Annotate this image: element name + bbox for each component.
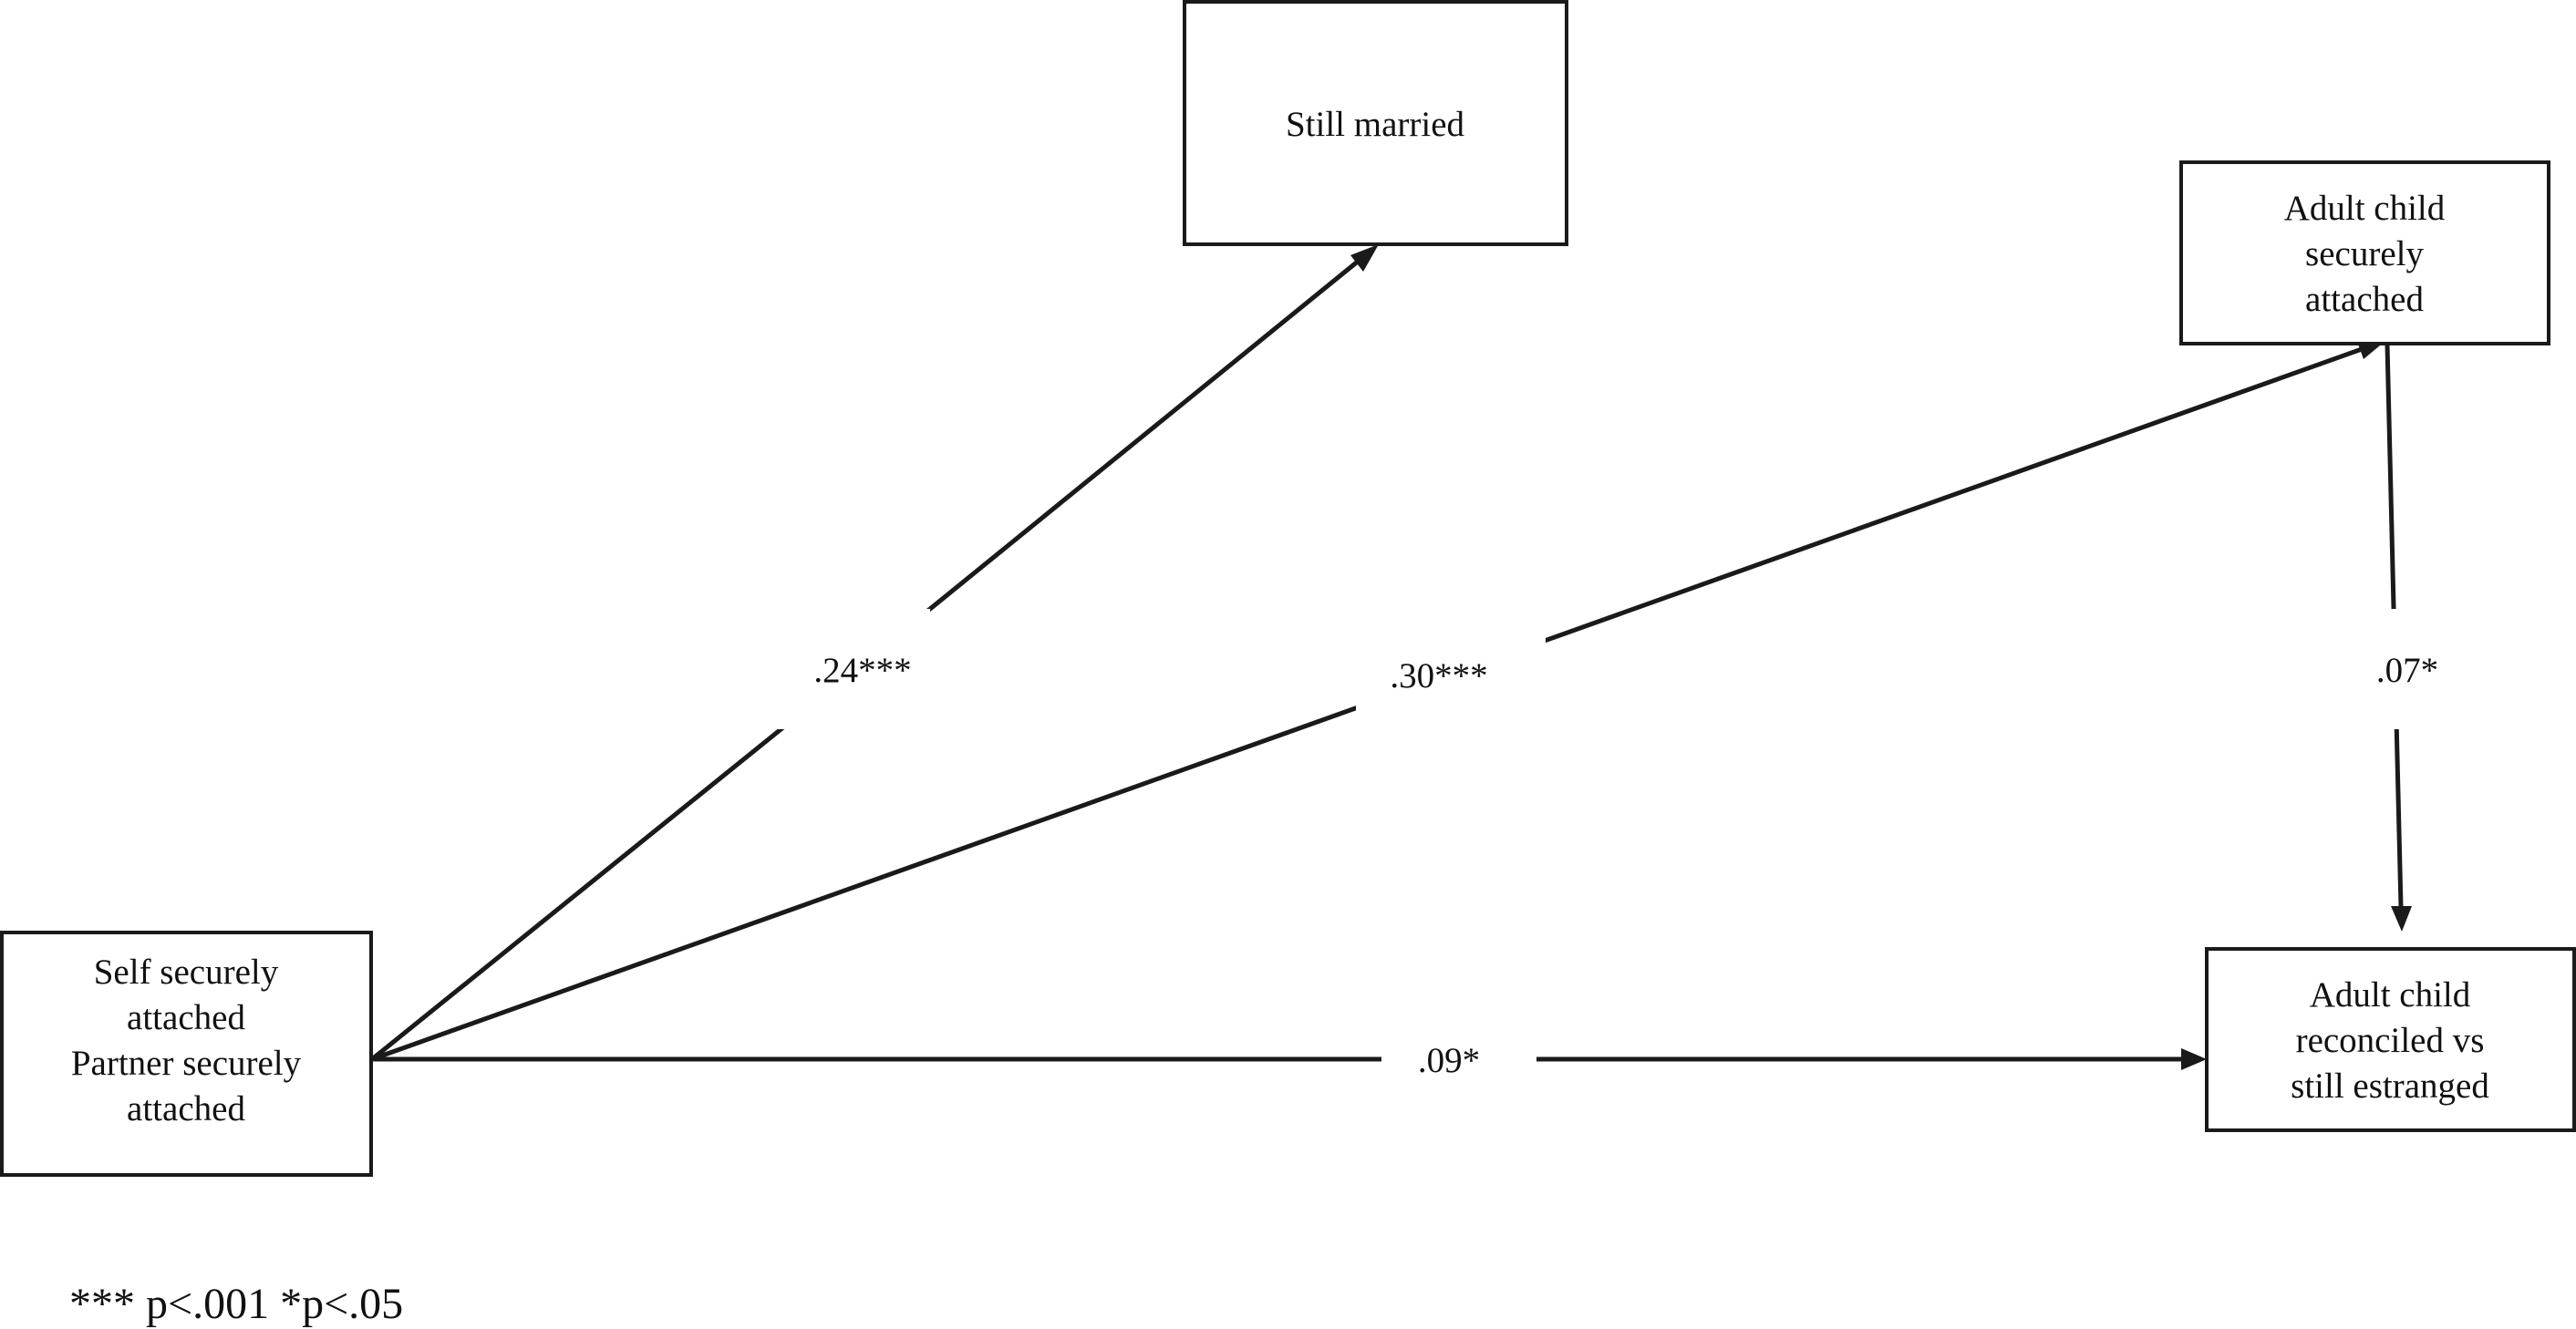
- edge-label-child-secure-to-reconciled: .07*: [2376, 651, 2438, 690]
- arrowhead-icon: [2391, 906, 2412, 932]
- node-label-line: Still married: [1286, 105, 1465, 144]
- node-adult-child-securely-attached: Adult child securely attached: [2179, 160, 2550, 345]
- node-label-line: Adult child: [2284, 189, 2446, 228]
- node-label-line: Adult child: [2310, 975, 2471, 1015]
- node-label-line: Partner securely: [71, 1044, 302, 1083]
- node-adult-child-reconciled: Adult child reconciled vs still estrange…: [2205, 947, 2576, 1132]
- node-self-securely-attached: Self securely attached Partner securely …: [0, 931, 373, 1177]
- node-label-line: Self securely: [94, 953, 279, 992]
- node-label-line: attached: [127, 1089, 245, 1128]
- node-label-line: reconciled vs: [2296, 1021, 2485, 1060]
- node-box: [0, 931, 373, 1177]
- edge-label-self-to-married: .24***: [813, 651, 911, 690]
- arrowhead-icon: [2181, 1048, 2207, 1070]
- node-label-line: still estranged: [2291, 1066, 2489, 1106]
- node-box: [2205, 947, 2576, 1132]
- arrowhead-icon: [1350, 244, 1379, 272]
- significance-footnote: *** p<.001 *p<.05: [69, 1280, 403, 1328]
- label-mask: [1381, 1037, 1536, 1083]
- label-mask: [1356, 638, 1546, 729]
- edge-label-self-to-child-secure: .30***: [1390, 656, 1487, 695]
- node-still-married: Still married: [1183, 0, 1568, 246]
- label-mask: [2343, 609, 2462, 729]
- node-label-line: attached: [127, 998, 245, 1037]
- edge-self-to-reconciled: [372, 1048, 2207, 1070]
- node-box: [1183, 0, 1568, 246]
- edge-label-self-to-reconciled: .09*: [1418, 1041, 1480, 1080]
- node-label-line: attached: [2305, 280, 2424, 319]
- edge-line: [928, 259, 1360, 611]
- node-label-line: securely: [2305, 234, 2424, 273]
- node-box: [2179, 160, 2550, 345]
- label-mask: [777, 609, 930, 729]
